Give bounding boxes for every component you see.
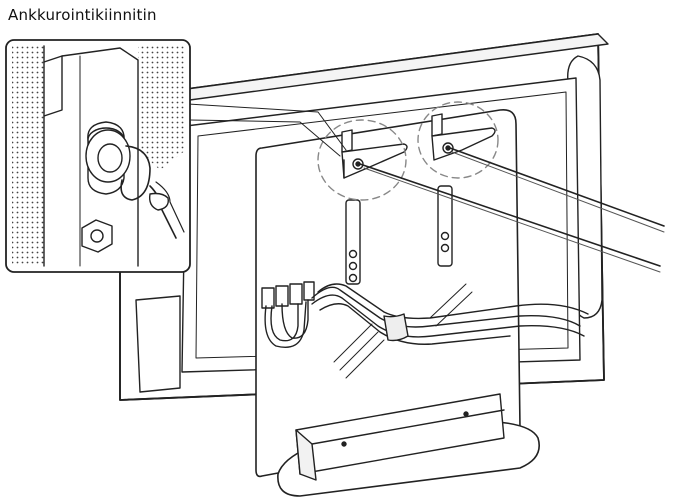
anchor-detail-inset (5, 39, 347, 273)
mounting-slot-right (437, 185, 453, 267)
cable-clamp-marks (333, 283, 473, 379)
highlight-circle-left (317, 119, 407, 201)
anchor-fixture-label: Ankkurointikiinnitin (8, 6, 157, 24)
anchor-cords (359, 147, 665, 273)
mounting-slot-left (345, 199, 361, 285)
highlight-circle-right (417, 101, 499, 179)
stand-column (255, 108, 521, 478)
cable-bundle (261, 281, 589, 348)
anchor-fixture-right (431, 113, 496, 161)
stand-base (277, 393, 540, 497)
anchor-fixture-left (341, 129, 408, 179)
